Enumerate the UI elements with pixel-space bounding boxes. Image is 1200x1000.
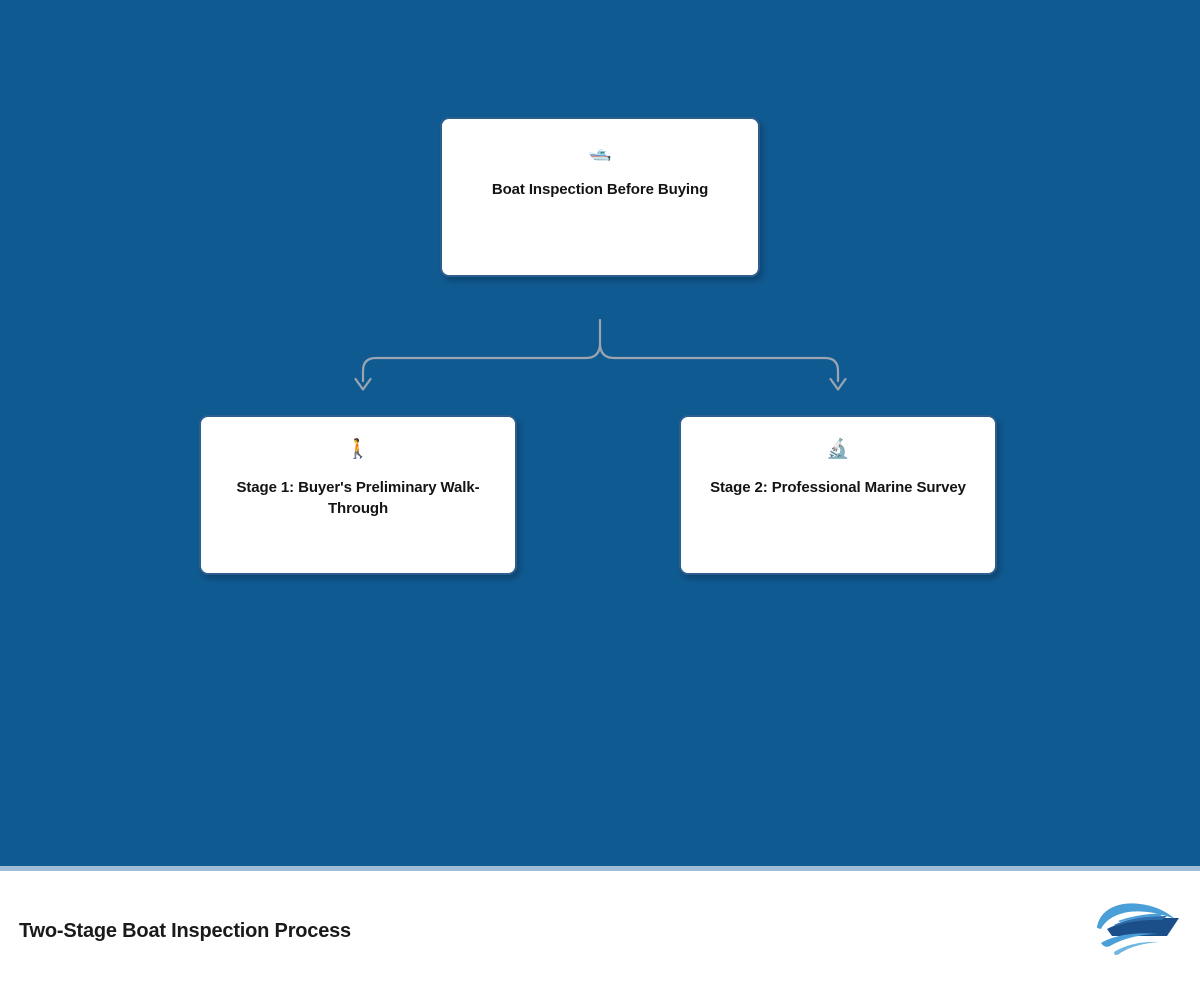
stage-divider xyxy=(0,866,1200,871)
motorboat-icon: 🛥️ xyxy=(588,141,612,162)
yacht-wave-logo xyxy=(1097,903,1179,956)
footer-bar: Two-Stage Boat Inspection Process xyxy=(0,871,1200,1000)
node-card-stage-1[interactable]: 🚶 Stage 1: Buyer's Preliminary Walk-Thro… xyxy=(199,415,517,575)
arrowhead-stage-1 xyxy=(354,377,372,391)
connector-to-stage-2 xyxy=(598,343,840,383)
connector-to-stage-1 xyxy=(361,343,602,383)
node-card-root[interactable]: 🛥️ Boat Inspection Before Buying xyxy=(440,117,760,277)
walking-person-icon: 🚶 xyxy=(346,439,370,460)
arrowhead-stage-2 xyxy=(829,377,847,391)
node-label-stage-1: Stage 1: Buyer's Preliminary Walk-Throug… xyxy=(236,479,480,518)
footer-title: Two-Stage Boat Inspection Process xyxy=(19,920,351,942)
microscope-icon: 🔬 xyxy=(826,439,850,460)
node-label-root: Boat Inspection Before Buying xyxy=(491,181,709,198)
node-label-stage-2: Stage 2: Professional Marine Survey xyxy=(710,479,966,496)
diagram-stage: 🛥️ Boat Inspection Before Buying 🚶 Stage… xyxy=(0,0,1200,866)
node-card-stage-2[interactable]: 🔬 Stage 2: Professional Marine Survey xyxy=(679,415,997,575)
